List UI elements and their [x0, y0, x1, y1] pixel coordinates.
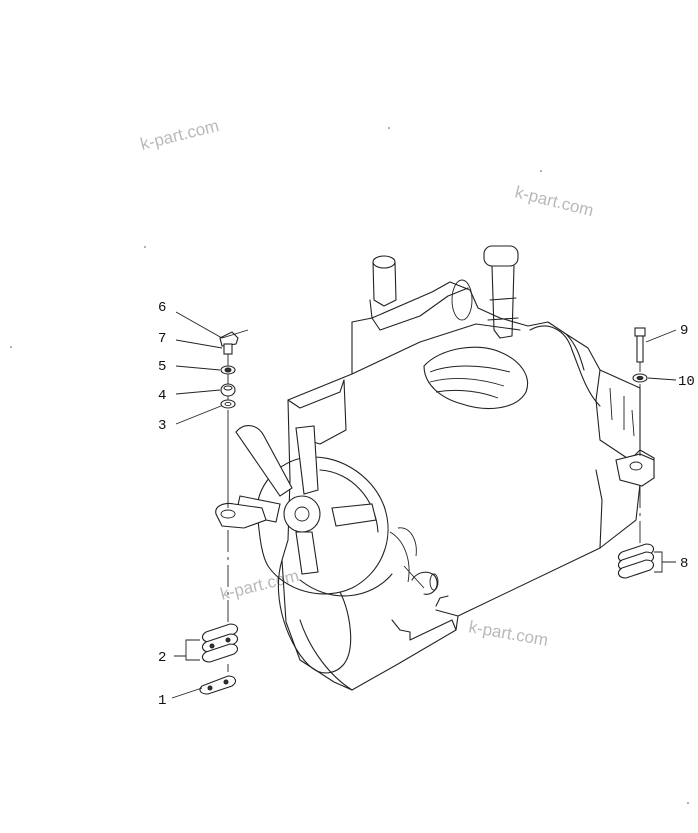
- callout-1: 1: [158, 693, 166, 709]
- leader-9: [645, 329, 677, 343]
- muffler-cap: [483, 245, 519, 267]
- bolt-shank-9: [636, 335, 644, 363]
- callout-6: 6: [158, 300, 166, 316]
- starter-end: [429, 573, 439, 591]
- shim-hole: [209, 643, 215, 649]
- callout-4: 4: [158, 388, 166, 404]
- callout-7: 7: [158, 331, 166, 347]
- air-cleaner-end: [451, 279, 473, 321]
- callout-5: 5: [158, 359, 166, 375]
- callout-8: 8: [680, 556, 688, 572]
- exhaust-pipe-band: [487, 297, 519, 321]
- housing-ring: [299, 469, 393, 597]
- bushing-5-hole: [224, 367, 232, 373]
- washer-10-hole: [636, 375, 644, 381]
- watermark: k-part.com: [467, 617, 549, 650]
- callout-2: 2: [158, 650, 166, 666]
- fan-blade-lower: [295, 531, 319, 575]
- plate-hole: [223, 679, 229, 685]
- fan-blade-upper-left: [235, 425, 293, 497]
- cylinder-head-ridge: [287, 323, 521, 409]
- leader-5: [175, 365, 221, 371]
- exhaust-manifold: [423, 346, 528, 409]
- oil-pan: [299, 595, 457, 691]
- leader-lines: [171, 311, 677, 699]
- engine-assembly: [215, 245, 655, 691]
- plate-hole: [207, 685, 213, 691]
- shim-8-bottom: [617, 559, 655, 579]
- callout-numbers: 6 7 5 4 3 2 1 9 10 8: [158, 300, 695, 709]
- fan-hub: [283, 495, 321, 533]
- bolt-head-9: [634, 327, 646, 337]
- right-face-detail: [609, 387, 635, 437]
- leader-7: [175, 339, 223, 349]
- right-mount-hole: [629, 461, 643, 471]
- scan-specks: [10, 127, 689, 804]
- starter-stub: [411, 571, 438, 595]
- muffler-stack: [491, 265, 515, 339]
- block-right-bumps: [529, 325, 601, 407]
- callout-10: 10: [678, 374, 695, 390]
- shim-hole: [225, 637, 231, 643]
- leader-6: [175, 311, 249, 339]
- manifold-hatch: [429, 365, 511, 399]
- leader-3: [175, 405, 222, 425]
- flywheel-housing: [256, 456, 389, 595]
- cushion-4-hole: [223, 385, 233, 391]
- leader-2: [174, 639, 200, 661]
- leader-4: [175, 389, 221, 395]
- leader-1: [171, 687, 203, 699]
- callout-3: 3: [158, 418, 166, 434]
- pipe-left: [372, 261, 397, 307]
- bolt-shank-7: [223, 343, 233, 355]
- bolt-head-7: [219, 331, 239, 347]
- watermark: k-part.com: [138, 116, 221, 154]
- washer-3-hole: [224, 401, 232, 407]
- pipe-cap-left: [372, 255, 396, 269]
- fan-blade-upper: [295, 425, 319, 495]
- left-mount-stack: [199, 331, 239, 695]
- callout-9: 9: [680, 323, 688, 339]
- front-cover: [277, 559, 352, 674]
- leader-8: [654, 551, 676, 573]
- right-mount-stack: [617, 327, 655, 579]
- plate-1: [199, 675, 237, 695]
- air-cleaner-body: [369, 287, 469, 331]
- leader-10: [647, 377, 677, 381]
- fan-blade-right: [331, 503, 377, 527]
- block-front-edge: [299, 379, 459, 617]
- watermark: k-part.com: [513, 182, 596, 220]
- fan-hub-center: [294, 506, 310, 522]
- left-mount-hole: [220, 509, 236, 519]
- shim-2-bottom: [201, 643, 239, 663]
- engine-block-outline: [281, 281, 655, 691]
- cover-detail: [389, 527, 425, 589]
- washer-3: [220, 399, 236, 409]
